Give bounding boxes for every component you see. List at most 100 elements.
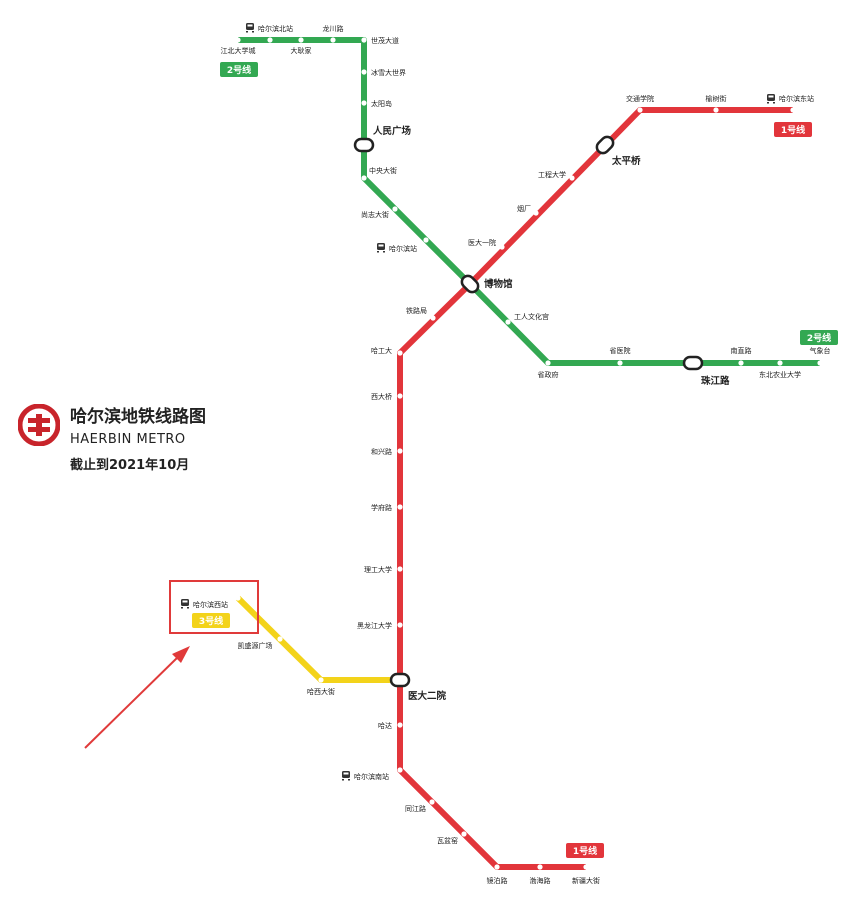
station-dot[interactable] bbox=[461, 831, 467, 837]
station-dot[interactable] bbox=[397, 722, 403, 728]
station-label: 哈达 bbox=[378, 721, 392, 730]
station-dot[interactable] bbox=[537, 864, 543, 870]
line-2-tag-top bbox=[220, 62, 258, 77]
station-dot[interactable] bbox=[617, 360, 623, 366]
station-label: 瓦盆窑 bbox=[437, 836, 458, 845]
station-label: 龙川路 bbox=[323, 24, 344, 33]
line-1-tag-top-label: 1号线 bbox=[781, 124, 805, 136]
station-dot[interactable] bbox=[392, 206, 398, 212]
line-2-tag-right bbox=[800, 330, 838, 345]
station-dot[interactable] bbox=[569, 175, 575, 181]
station-dot[interactable] bbox=[429, 799, 435, 805]
station-label: 工人文化宫 bbox=[514, 312, 549, 321]
station-dot[interactable] bbox=[298, 37, 304, 43]
line-3-route[interactable] bbox=[235, 595, 400, 683]
train-icon bbox=[377, 243, 385, 253]
interchange-markers bbox=[353, 134, 704, 688]
station-label: 江北大学城 bbox=[221, 46, 256, 55]
interchange-label: 太平桥 bbox=[612, 155, 641, 167]
station-dot[interactable] bbox=[361, 69, 367, 75]
line-2-tag-top-label: 2号线 bbox=[227, 64, 251, 76]
station-label: 镜泊路 bbox=[487, 876, 508, 885]
station-dot[interactable] bbox=[423, 237, 429, 243]
station-dots bbox=[235, 37, 823, 870]
interchange-taiping[interactable] bbox=[594, 134, 615, 155]
station-label: 中央大街 bbox=[369, 166, 397, 175]
line-1-route[interactable] bbox=[397, 107, 793, 870]
station-label: 哈尔滨南站 bbox=[354, 772, 389, 781]
station-dot[interactable] bbox=[397, 504, 403, 510]
station-label: 省医院 bbox=[610, 346, 631, 355]
station-label: 太阳岛 bbox=[371, 99, 392, 108]
station-dot[interactable] bbox=[361, 37, 367, 43]
station-dot[interactable] bbox=[817, 360, 823, 366]
station-label: 凯盛源广场 bbox=[238, 641, 273, 650]
station-label: 大耿家 bbox=[291, 46, 312, 55]
station-label: 同江路 bbox=[405, 804, 426, 813]
interchange-zhujiang[interactable] bbox=[682, 355, 704, 371]
station-label: 气象台 bbox=[810, 346, 831, 355]
station-dot[interactable] bbox=[777, 360, 783, 366]
station-dot[interactable] bbox=[713, 107, 719, 113]
station-dot[interactable] bbox=[277, 636, 283, 642]
train-icon bbox=[246, 23, 254, 33]
train-icon bbox=[767, 94, 775, 104]
line-1-tag-bottom-label: 1号线 bbox=[573, 845, 597, 857]
station-dot[interactable] bbox=[235, 37, 241, 43]
station-dot[interactable] bbox=[361, 175, 367, 181]
station-label: 哈尔滨东站 bbox=[779, 94, 814, 103]
train-icons bbox=[181, 23, 775, 781]
station-dot[interactable] bbox=[397, 622, 403, 628]
map-subtitle: HAERBIN METRO bbox=[70, 432, 186, 447]
train-icon bbox=[342, 771, 350, 781]
station-label: 和兴路 bbox=[371, 447, 392, 456]
metro-logo-icon bbox=[18, 404, 60, 446]
station-dot[interactable] bbox=[361, 100, 367, 106]
station-dot[interactable] bbox=[330, 37, 336, 43]
interchange-bowuguan[interactable] bbox=[459, 273, 480, 294]
station-dot[interactable] bbox=[430, 315, 436, 321]
station-label: 理工大学 bbox=[364, 565, 392, 574]
map-title: 哈尔滨地铁线路图 bbox=[70, 407, 206, 427]
interchange-renmin[interactable] bbox=[353, 137, 375, 153]
station-dot[interactable] bbox=[738, 360, 744, 366]
interchange-label: 医大二院 bbox=[408, 690, 447, 702]
station-dot[interactable] bbox=[494, 864, 500, 870]
station-label: 新疆大街 bbox=[572, 876, 600, 885]
station-dot[interactable] bbox=[397, 448, 403, 454]
station-dot[interactable] bbox=[533, 210, 539, 216]
highlight-box bbox=[169, 580, 259, 634]
interchange-label: 人民广场 bbox=[373, 125, 412, 137]
station-dot[interactable] bbox=[790, 107, 796, 113]
station-dot[interactable] bbox=[235, 595, 241, 601]
map-date-note: 截止到2021年10月 bbox=[70, 458, 190, 473]
station-label: 哈尔滨站 bbox=[389, 244, 417, 253]
station-label: 学府路 bbox=[371, 503, 392, 512]
station-label: 渤海路 bbox=[530, 876, 551, 885]
line-1-tag-top bbox=[774, 122, 812, 137]
station-label: 榆树街 bbox=[706, 94, 727, 103]
station-dot[interactable] bbox=[505, 319, 511, 325]
station-label: 黑龙江大学 bbox=[357, 621, 392, 630]
line-2-route[interactable] bbox=[238, 37, 820, 366]
pointer-arrow-head bbox=[172, 646, 190, 663]
station-dot[interactable] bbox=[318, 677, 324, 683]
line-3-tag-label: 3号线 bbox=[199, 615, 223, 627]
station-dot[interactable] bbox=[637, 107, 643, 113]
station-dot[interactable] bbox=[267, 37, 273, 43]
station-label: 医大一院 bbox=[468, 238, 496, 247]
station-dot[interactable] bbox=[397, 566, 403, 572]
station-label: 省政府 bbox=[538, 370, 559, 379]
station-dot[interactable] bbox=[545, 360, 551, 366]
station-label: 东北农业大学 bbox=[759, 370, 801, 379]
station-label: 尚志大街 bbox=[361, 210, 389, 219]
station-dot[interactable] bbox=[397, 350, 403, 356]
station-dot[interactable] bbox=[397, 393, 403, 399]
station-label: 哈尔滨北站 bbox=[258, 24, 293, 33]
interchange-yida2[interactable] bbox=[389, 672, 411, 688]
station-dot[interactable] bbox=[583, 864, 589, 870]
station-dot[interactable] bbox=[397, 767, 403, 773]
station-dot[interactable] bbox=[499, 244, 505, 250]
line-1-tag-bottom bbox=[566, 843, 604, 858]
